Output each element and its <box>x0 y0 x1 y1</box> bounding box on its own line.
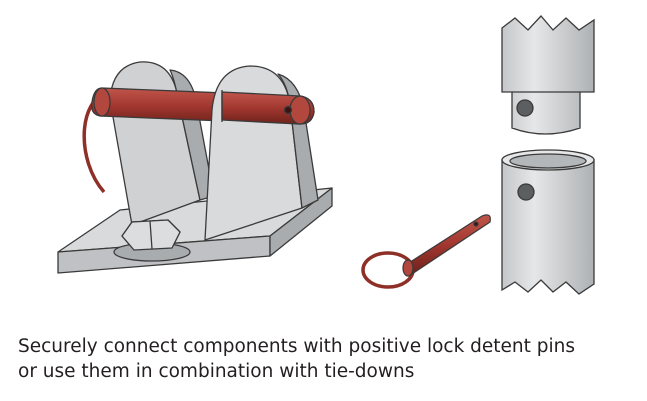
upper-tube <box>501 15 595 135</box>
caption-line-1: Securely connect components with positiv… <box>18 336 576 357</box>
caption-line-2: or use them in combination with tie-down… <box>18 361 415 382</box>
tube-hole-upper <box>516 99 534 117</box>
illustration <box>57 15 595 295</box>
lower-tube <box>501 159 595 295</box>
caption: Securely connect components with positiv… <box>18 334 638 384</box>
clevis-bracket <box>57 61 333 274</box>
tube-assembly <box>501 15 595 295</box>
tube-hole-lower <box>517 183 535 201</box>
detent-pin <box>361 214 491 289</box>
